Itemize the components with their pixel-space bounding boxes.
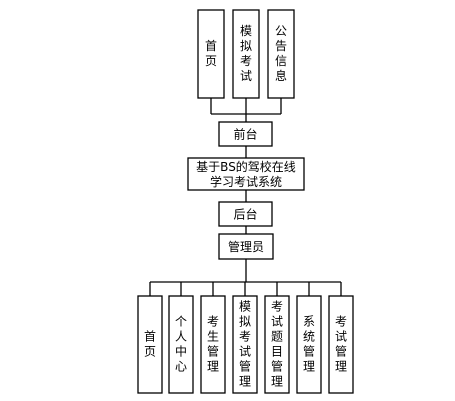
front-connectors — [210, 98, 282, 158]
back-module-label: 首页 — [144, 330, 156, 359]
front-module-node: 首页 — [197, 9, 225, 99]
back-module-node: 个人中心 — [168, 295, 194, 394]
back-module-node: 模拟考试管理 — [232, 295, 258, 394]
front-label: 前台 — [233, 127, 257, 142]
front-modules: 首页 模拟考试 公告信息 — [197, 9, 295, 99]
back-module-node: 首页 — [137, 295, 163, 394]
system-title-line-1: 基于BS的驾校在线 — [196, 159, 296, 174]
back-module-node: 考试管理 — [328, 295, 354, 394]
back-label: 后台 — [233, 207, 257, 222]
back-module-node: 考生管理 — [200, 295, 226, 394]
front-module-label: 首页 — [205, 39, 217, 68]
admin-node: 管理员 — [218, 233, 274, 260]
back-module-node: 系统管理 — [296, 295, 322, 394]
back-connectors — [149, 190, 342, 296]
back-module-label: 个人中心 — [175, 315, 187, 374]
system-title-node: 基于BS的驾校在线 学习考试系统 — [187, 157, 305, 191]
back-module-node: 考试题目管理 — [264, 295, 290, 394]
front-module-label: 模拟考试 — [240, 24, 252, 83]
front-module-label: 公告信息 — [275, 24, 287, 83]
admin-label: 管理员 — [228, 239, 264, 254]
back-module-label: 考试管理 — [335, 315, 347, 374]
back-modules: 首页 个人中心 考生管理 模拟考试管理 考试题目管理 系统管理 考试管理 — [137, 295, 354, 394]
front-module-node: 公告信息 — [267, 9, 295, 99]
system-title-line-2: 学习考试系统 — [210, 174, 282, 189]
back-module-label: 模拟考试管理 — [239, 300, 251, 389]
back-module-label: 考试题目管理 — [271, 300, 283, 389]
front-module-node: 模拟考试 — [232, 9, 260, 99]
back-module-label: 考生管理 — [207, 315, 219, 374]
front-node: 前台 — [218, 121, 273, 147]
back-module-label: 系统管理 — [303, 315, 315, 374]
back-node: 后台 — [218, 201, 273, 227]
